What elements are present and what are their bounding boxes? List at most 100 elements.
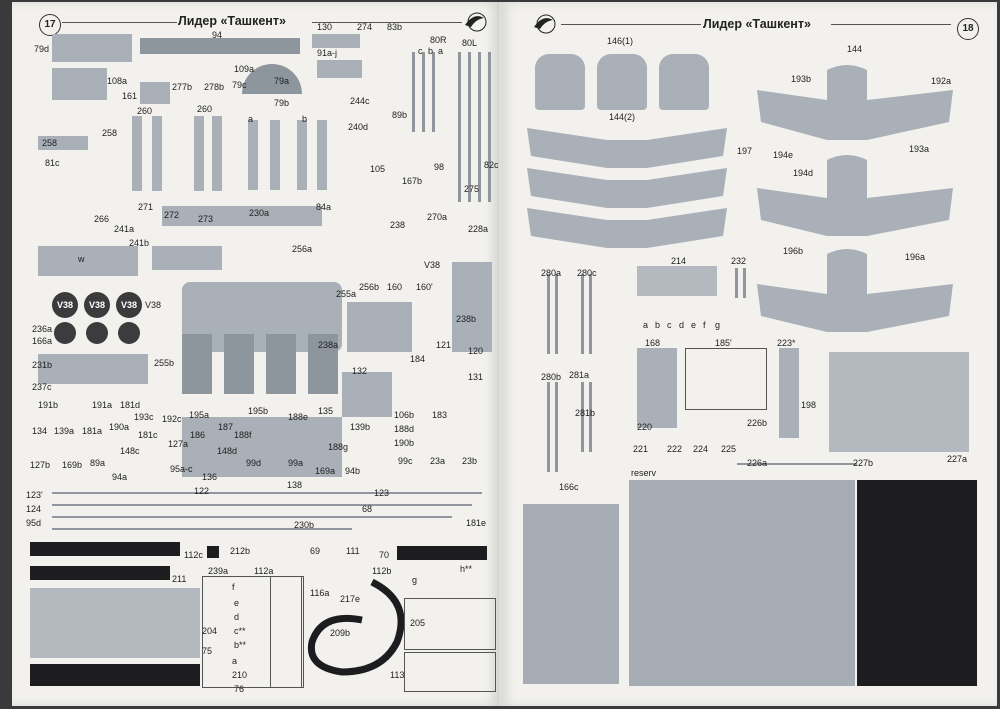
part-label: 108a xyxy=(107,76,128,86)
part-label: 196b xyxy=(783,246,804,256)
publisher-logo xyxy=(534,14,556,34)
right-page: Лидер «Ташкент» 18 xyxy=(501,2,997,706)
part-label: a xyxy=(232,656,238,666)
part-label: 193a xyxy=(909,144,930,154)
part-label: 124 xyxy=(26,504,42,514)
part-label: 130 xyxy=(317,22,333,32)
part-label: 79a xyxy=(274,76,290,86)
part-label: 184 xyxy=(410,354,426,364)
part-label: 274 xyxy=(357,22,373,32)
part-label: 81c xyxy=(45,158,60,168)
part-label: 194e xyxy=(773,150,794,160)
part-label: b xyxy=(428,46,434,56)
part-label: 230b xyxy=(294,520,315,530)
part-label: 281a xyxy=(569,370,590,380)
part-label: c xyxy=(667,320,672,330)
part-label: 68 xyxy=(362,504,373,514)
part-label: a xyxy=(438,46,444,56)
part-label: 231b xyxy=(32,360,53,370)
part-label: 23a xyxy=(430,456,446,466)
part-label: 188g xyxy=(328,442,349,452)
part-label: 168 xyxy=(645,338,661,348)
part-label: 212b xyxy=(230,546,251,556)
part-label: h** xyxy=(460,564,473,574)
part-label: 106b xyxy=(394,410,415,420)
part-label: 239a xyxy=(208,566,229,576)
part-label: 123' xyxy=(26,490,43,500)
part-label: 194d xyxy=(793,168,814,178)
part-label: w xyxy=(78,254,85,264)
part-label: 169a xyxy=(315,466,336,476)
part-label: 244c xyxy=(350,96,370,106)
part-label: 204 xyxy=(202,626,218,636)
page-title: Лидер «Ташкент» xyxy=(703,17,811,31)
part-label: 99d xyxy=(246,458,262,468)
part-label: 281b xyxy=(575,408,596,418)
part-label: 186 xyxy=(190,430,206,440)
part-label: 238a xyxy=(318,340,339,350)
part-label: 191b xyxy=(38,400,59,410)
part-label: 192c xyxy=(162,414,182,424)
part-label: e xyxy=(234,598,240,608)
part-label: a xyxy=(248,114,254,124)
part-label: 241b xyxy=(129,238,150,248)
part-label: e xyxy=(691,320,697,330)
part-label: 167b xyxy=(402,176,423,186)
header-rule xyxy=(62,22,177,23)
part-label: 272 xyxy=(164,210,180,220)
part-label: 236a xyxy=(32,324,53,334)
parts-frame xyxy=(404,652,496,692)
part-label: 91a-j xyxy=(317,48,338,58)
part-label: 195a xyxy=(189,410,210,420)
part-label: 221 xyxy=(633,444,649,454)
part-label: 275 xyxy=(464,184,480,194)
part-label: 134 xyxy=(32,426,48,436)
part-label: 70 xyxy=(379,550,390,560)
part-label: 75 xyxy=(202,646,213,656)
part-label: V38 xyxy=(145,300,162,310)
part-label: 258 xyxy=(42,138,58,148)
part-label: 185' xyxy=(715,338,732,348)
part-label: 112a xyxy=(254,566,274,576)
part-label: 160' xyxy=(416,282,433,292)
part-label: 205 xyxy=(410,618,426,628)
part-label: 270a xyxy=(427,212,448,222)
part-label: 127a xyxy=(168,439,189,449)
publisher-logo xyxy=(465,12,487,32)
part-label: 121 xyxy=(436,340,452,350)
part-label: 122 xyxy=(194,486,210,496)
part-label: 193b xyxy=(791,74,812,84)
part-label: 136 xyxy=(202,472,218,482)
part-label: 116a xyxy=(310,588,330,598)
part-label: 95a-c xyxy=(170,464,193,474)
header-rule xyxy=(831,24,951,25)
part-label: 188f xyxy=(234,430,252,440)
part-label: 280b xyxy=(541,372,562,382)
part-label: 193c xyxy=(134,412,154,422)
part-label: 112c xyxy=(184,550,203,560)
part-label: 195b xyxy=(248,406,269,416)
part-label: d xyxy=(234,612,240,622)
part-label: 84a xyxy=(316,202,332,212)
header-rule xyxy=(561,24,701,25)
part-label: 94a xyxy=(112,472,128,482)
part-label: 135 xyxy=(318,406,334,416)
part-label: 99a xyxy=(288,458,304,468)
part-label: 260 xyxy=(137,106,153,116)
part-label: 209b xyxy=(330,628,351,638)
part-label: 227a xyxy=(947,454,968,464)
round-part xyxy=(86,322,108,344)
reserve-black-panel xyxy=(857,480,977,686)
part-label: 139b xyxy=(350,422,371,432)
part-label: 255b xyxy=(154,358,175,368)
part-label: 161 xyxy=(122,91,138,101)
part-label: 109a xyxy=(234,64,255,74)
part-label: 169b xyxy=(62,460,83,470)
part-label: 240d xyxy=(348,122,369,132)
part-label: c xyxy=(418,46,423,56)
part-label: 69 xyxy=(310,546,321,556)
part-label: reserv xyxy=(631,468,657,478)
part-label: 148d xyxy=(217,446,238,456)
part-label: 160 xyxy=(387,282,403,292)
